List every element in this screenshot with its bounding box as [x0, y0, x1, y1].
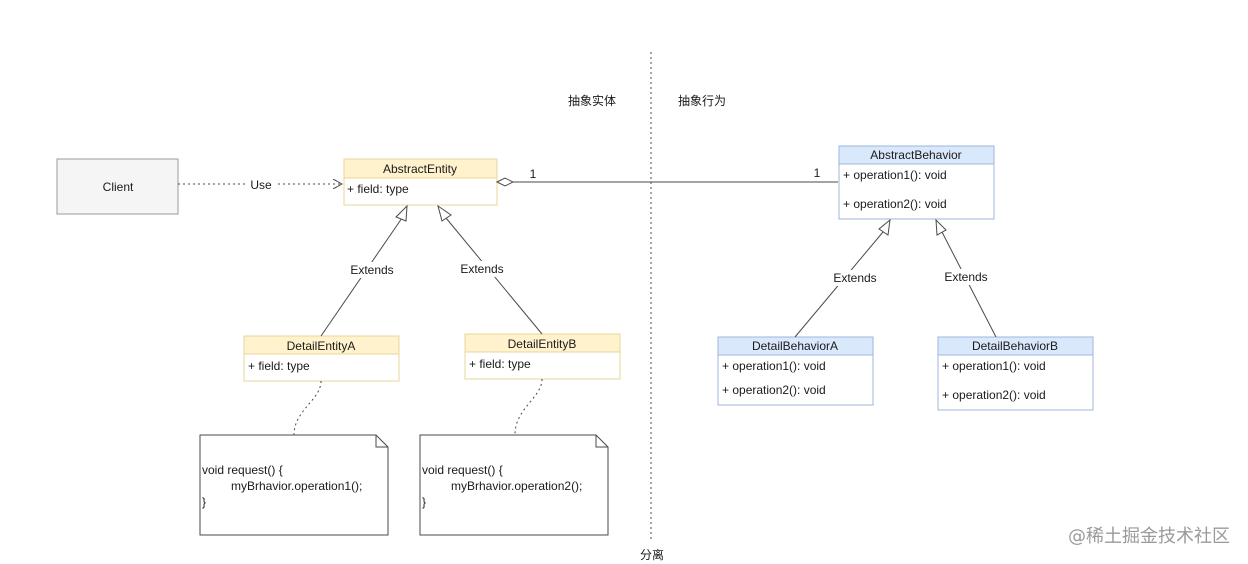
section-label-left: 抽象实体: [568, 93, 616, 108]
abstract-behavior-title: AbstractBehavior: [870, 148, 961, 162]
multiplicity-left: 1: [530, 167, 537, 181]
extends-label: Extends: [944, 270, 987, 284]
detail-entity-a-field: + field: type: [248, 359, 310, 373]
detail-entity-b-title: DetailEntityB: [508, 337, 577, 351]
abstract-entity-field: + field: type: [347, 182, 409, 196]
note-b[interactable]: void request() { myBrhavior.operation2()…: [419, 434, 609, 536]
detail-entity-a-title: DetailEntityA: [287, 339, 356, 353]
note-b-line: myBrhavior.operation2();: [451, 479, 582, 493]
note-b-line: }: [422, 495, 426, 509]
note-a-line: }: [202, 495, 206, 509]
detail-behavior-b-class[interactable]: DetailBehaviorB + operation1(): void + o…: [937, 336, 1094, 411]
detail-behavior-a-method: + operation1(): void: [722, 359, 826, 373]
detail-behavior-b-title: DetailBehaviorB: [972, 339, 1058, 353]
generalization-arrow-icon: [935, 218, 947, 236]
detail-behavior-b-method: + operation2(): void: [942, 388, 1046, 402]
extends-label: Extends: [350, 263, 393, 277]
generalization-arrow-icon: [395, 204, 408, 222]
section-label-right: 抽象行为: [678, 94, 726, 108]
watermark-text: @稀土掘金技术社区: [1068, 526, 1230, 547]
detail-entity-b-field: + field: type: [469, 357, 531, 371]
abstract-behavior-method: + operation1(): void: [843, 168, 947, 182]
abstract-behavior-class[interactable]: AbstractBehavior + operation1(): void + …: [838, 145, 995, 220]
generalization-arrow-icon: [437, 204, 452, 222]
detail-behavior-a-method: + operation2(): void: [722, 383, 826, 397]
detail-behavior-a-class[interactable]: DetailBehaviorA + operation1(): void + o…: [717, 336, 874, 406]
generalization-arrow-icon: [878, 218, 891, 236]
note-link-b: [514, 378, 543, 436]
note-a-line: void request() {: [202, 463, 283, 477]
client-label: Client: [103, 180, 134, 194]
note-a-line: myBrhavior.operation1();: [231, 479, 362, 493]
extends-label: Extends: [460, 262, 503, 276]
abstract-behavior-method: + operation2(): void: [843, 197, 947, 211]
detail-behavior-b-method: + operation1(): void: [942, 359, 1046, 373]
abstract-entity-class[interactable]: AbstractEntity + field: type: [343, 158, 498, 206]
client-box[interactable]: Client: [56, 158, 179, 215]
detail-behavior-a-title: DetailBehaviorA: [752, 339, 838, 353]
aggregation-diamond-icon: [495, 177, 515, 187]
multiplicity-right: 1: [814, 166, 821, 180]
separation-label: 分离: [640, 547, 664, 562]
extends-label: Extends: [833, 271, 876, 285]
use-edge-label: Use: [250, 178, 272, 192]
note-link-a: [293, 380, 322, 436]
detail-entity-a-class[interactable]: DetailEntityA + field: type: [243, 335, 400, 382]
note-b-line: void request() {: [422, 463, 503, 477]
abstract-entity-title: AbstractEntity: [383, 162, 457, 176]
detail-entity-b-class[interactable]: DetailEntityB + field: type: [464, 333, 621, 380]
note-a[interactable]: void request() { myBrhavior.operation1()…: [199, 434, 389, 536]
